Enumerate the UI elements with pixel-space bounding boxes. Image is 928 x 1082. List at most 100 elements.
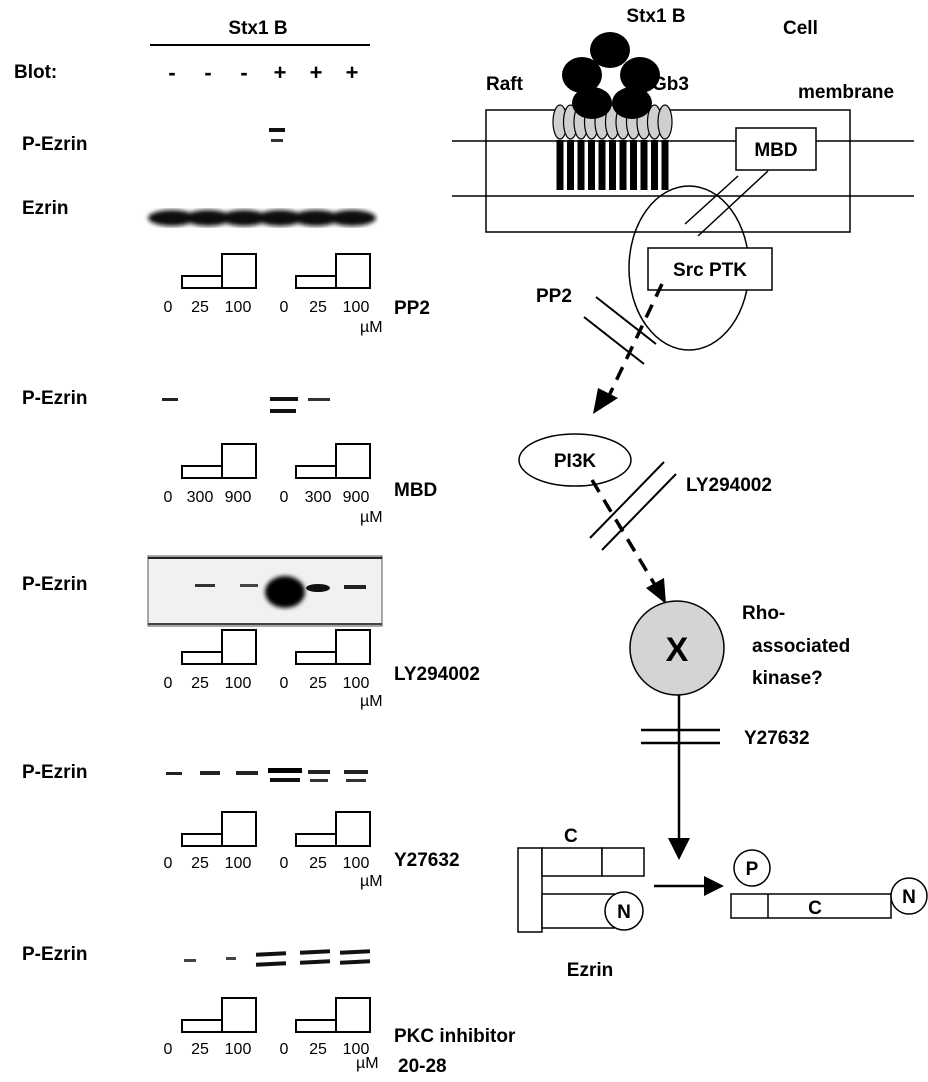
treatment-sign: + (274, 60, 287, 85)
dose-label: 0 (164, 489, 173, 506)
treatment-sign: - (204, 60, 211, 85)
gb3-tail (578, 140, 585, 190)
dose-label: 25 (309, 675, 327, 692)
active-n-label: N (902, 887, 916, 908)
gb3-tail (557, 140, 564, 190)
stx1b-label: Stx1 B (626, 6, 685, 27)
gb3-tail (599, 140, 606, 190)
src-ptk-label: Src PTK (673, 260, 747, 281)
rho-label-1: Rho- (742, 603, 785, 624)
panel-pkc-inhibitor: P-Ezrin 025100025100 µM PKC inhibitor 20… (22, 944, 516, 1077)
gb3-head (658, 105, 672, 139)
stx1b-pentamer (562, 32, 660, 119)
gb3-tail (651, 140, 658, 190)
ezrin-label: Ezrin (22, 198, 68, 219)
pp2-label: PP2 (536, 286, 572, 307)
inhibitor-label: LY294002 (394, 664, 480, 685)
p-ezrin-bands (162, 397, 330, 413)
panel-ly294002: P-Ezrin 0 25 100 0 25 100 µM LY294002 (22, 556, 480, 710)
p-ezrin-bands (269, 128, 285, 142)
panel-mbd: P-Ezrin 0 300 900 0 300 900 µM MBD (22, 388, 437, 526)
unit-label: µM (360, 693, 383, 710)
unit-label: µM (360, 873, 383, 890)
dose-boxes (182, 630, 370, 664)
gb3-tail (567, 140, 574, 190)
p-ezrin-bands (166, 768, 368, 782)
ezrin-n-label: N (617, 902, 631, 923)
dose-label: 300 (187, 489, 214, 506)
dose-label: 0 (164, 1041, 173, 1058)
pi3k-label: PI3K (554, 451, 597, 472)
dose-label: 100 (225, 1041, 252, 1058)
treatment-sign: + (310, 60, 323, 85)
inhibitor-label-line2: 20-28 (398, 1056, 447, 1077)
treatment-label: Stx1 B (228, 18, 287, 39)
inhibitor-label: PP2 (394, 298, 430, 319)
gb3-tail (662, 140, 669, 190)
dose-label: 300 (305, 489, 332, 506)
blot-header: Stx1 B Blot: ---+++ (14, 18, 370, 85)
dose-label: 25 (191, 1041, 209, 1058)
rho-label-2: associated (752, 636, 850, 657)
unit-label: µM (360, 509, 383, 526)
ezrin-label: Ezrin (567, 960, 613, 981)
gb3-tail (609, 140, 616, 190)
p-ezrin-label: P-Ezrin (22, 762, 87, 783)
active-c-label: C (808, 898, 822, 919)
dose-label: 100 (343, 855, 370, 872)
dose-label: 100 (225, 855, 252, 872)
gb3-tail (588, 140, 595, 190)
dose-label: 900 (343, 489, 370, 506)
rho-label-3: kinase? (752, 668, 823, 689)
p-ezrin-label: P-Ezrin (22, 134, 87, 155)
treatment-signs: ---+++ (168, 60, 358, 85)
dose-label: 0 (280, 1041, 289, 1058)
gb3-tail (620, 140, 627, 190)
dose-label: 25 (309, 1041, 327, 1058)
cell-membrane (452, 110, 914, 232)
treatment-sign: - (240, 60, 247, 85)
gb3-lipids (553, 105, 672, 190)
cell-label: Cell (783, 18, 818, 39)
dose-label: 25 (309, 855, 327, 872)
dose-label: 0 (280, 489, 289, 506)
gb3-tail (641, 140, 648, 190)
ezrin-active (731, 850, 927, 918)
inhibitor-label: PKC inhibitor (394, 1026, 516, 1047)
treatment-sign: - (168, 60, 175, 85)
ezrin-bands (148, 210, 376, 226)
dose-label: 100 (225, 675, 252, 692)
ezrin-c-label: C (564, 826, 578, 847)
dose-label: 25 (191, 675, 209, 692)
dose-label: 100 (343, 299, 370, 316)
p-ezrin-label: P-Ezrin (22, 574, 87, 595)
dose-boxes (182, 254, 370, 288)
dose-label: 900 (225, 489, 252, 506)
p-ezrin-bands (184, 949, 370, 967)
dose-labels: 0 25 100 0 25 100 (164, 675, 370, 692)
dose-label: 0 (164, 675, 173, 692)
ly294002-label: LY294002 (686, 475, 772, 496)
dose-label: 100 (343, 675, 370, 692)
raft-label: Raft (486, 74, 524, 95)
dose-boxes (182, 444, 370, 478)
blot-label: Blot: (14, 62, 57, 83)
inhibitor-label: MBD (394, 480, 437, 501)
blot-frame (148, 556, 382, 626)
dose-label: 0 (280, 675, 289, 692)
x-label: X (666, 631, 689, 669)
arrow-pi3k-to-x (592, 480, 655, 585)
dose-boxes (182, 812, 370, 846)
p-ezrin-label: P-Ezrin (22, 388, 87, 409)
unit-label: µM (360, 319, 383, 336)
dose-boxes (182, 998, 370, 1032)
inhibitor-label: Y27632 (394, 850, 460, 871)
dose-label: 25 (309, 299, 327, 316)
dose-label: 100 (225, 299, 252, 316)
dose-labels: 0 300 900 0 300 900 (164, 489, 370, 506)
